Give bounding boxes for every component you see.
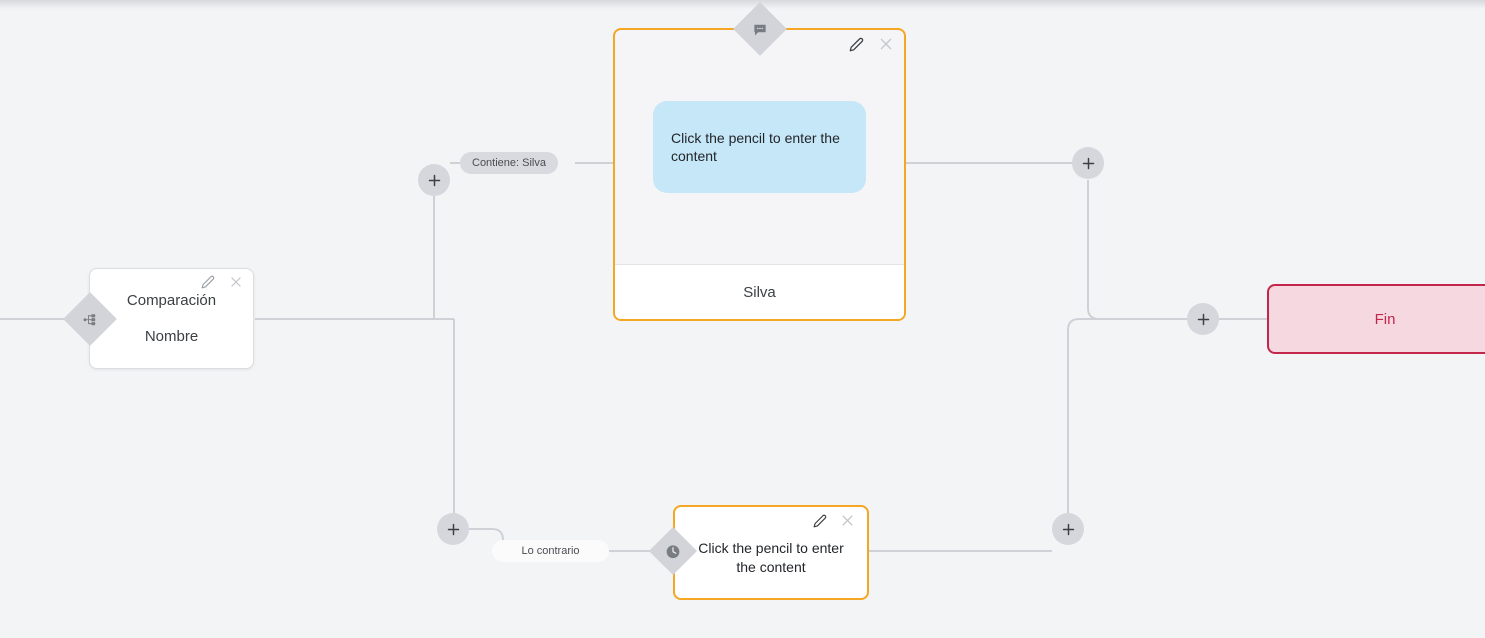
pencil-icon[interactable] [849,37,864,52]
add-node-branch-true[interactable] [418,164,450,196]
node-message[interactable]: Click the pencil to enter the content Si… [613,28,906,321]
node-message-toolbar[interactable] [849,36,894,52]
edge-label-contiene-text: Contiene: Silva [472,157,546,169]
node-end-label: Fin [1374,310,1396,328]
plus-icon [1197,313,1209,325]
node-message-footer: Silva [615,264,904,319]
add-node-branch-false[interactable] [437,513,469,545]
sitemap-icon [83,312,98,327]
edge-label-lo-contrario-text: Lo contrario [521,545,580,557]
chat-bubble-icon [753,22,768,37]
close-icon[interactable] [840,513,855,528]
node-message-body: Click the pencil to enter the content [615,30,904,264]
pencil-icon[interactable] [201,275,215,289]
edge-label-contiene[interactable]: Contiene: Silva [460,152,558,174]
add-node-after-message[interactable] [1072,147,1104,179]
node-message-bubble-text: Click the pencil to enter the content [671,130,840,164]
plus-icon [428,174,440,186]
node-wait-handle[interactable] [648,526,698,576]
plus-icon [447,523,459,535]
node-message-footer-text: Silva [743,283,776,301]
node-message-bubble[interactable]: Click the pencil to enter the content [653,101,866,193]
plus-icon [1082,157,1094,169]
node-comparacion-handle[interactable] [63,292,117,346]
node-comparacion-toolbar[interactable] [201,275,243,289]
node-wait-text: Click the pencil to enter the content [698,539,844,575]
node-message-handle[interactable] [733,2,787,56]
close-icon[interactable] [229,275,243,289]
add-node-before-end[interactable] [1187,303,1219,335]
plus-icon [1062,523,1074,535]
clock-icon [665,543,682,560]
close-icon[interactable] [878,36,894,52]
window-top-strip [0,0,1485,9]
node-wait[interactable]: Click the pencil to enter the content [673,505,869,600]
pencil-icon[interactable] [813,514,827,528]
edge-label-lo-contrario[interactable]: Lo contrario [492,540,609,562]
node-comparacion-subtitle: Nombre [144,327,199,345]
node-end[interactable]: Fin [1267,284,1485,354]
node-wait-toolbar[interactable] [813,513,855,528]
add-node-after-wait[interactable] [1052,513,1084,545]
node-comparacion-title: Comparación [126,291,217,309]
